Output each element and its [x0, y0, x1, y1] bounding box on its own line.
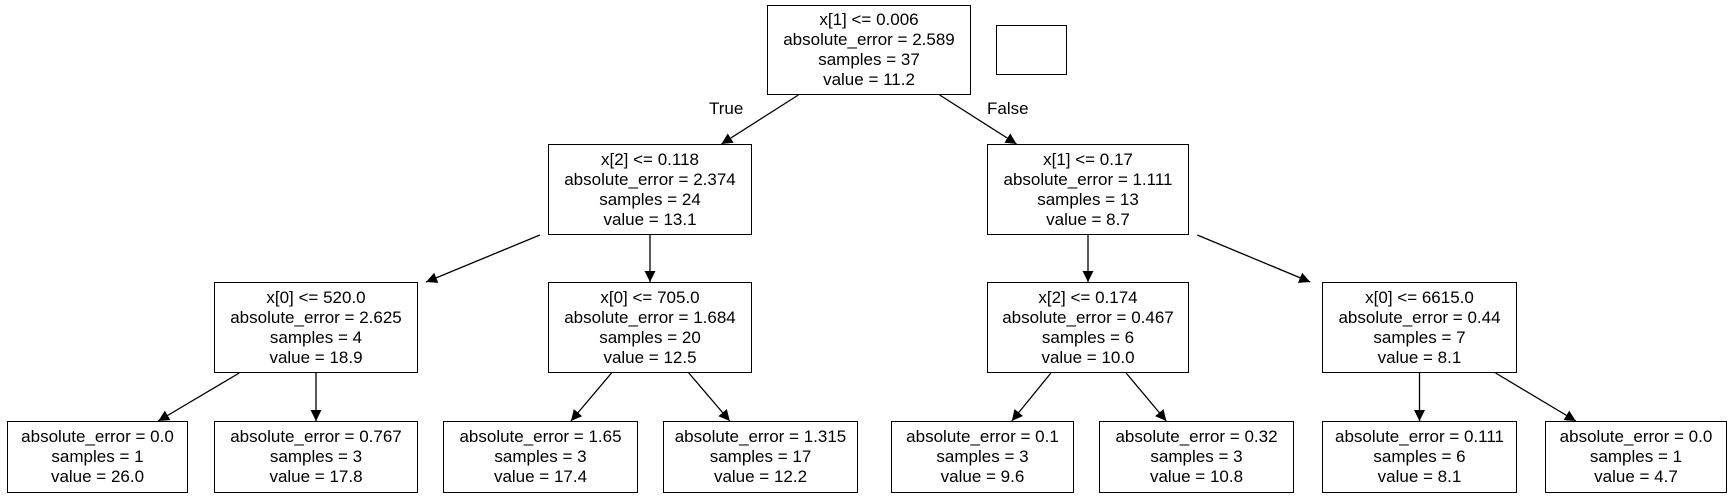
node-line: absolute_error = 2.625: [230, 307, 402, 327]
node-line: x[1] <= 0.17: [1043, 149, 1133, 169]
node-line: value = 26.0: [50, 467, 145, 486]
node-line: value = 8.7: [1046, 209, 1130, 229]
node-line: absolute_error = 0.767: [230, 427, 402, 446]
node-line: samples = 6: [1373, 447, 1466, 466]
node-line: x[0] <= 520.0: [266, 287, 366, 307]
node-line: value = 9.6: [940, 467, 1025, 486]
node-line: samples = 1: [51, 447, 144, 466]
node-line: value = 8.1: [1377, 467, 1462, 486]
node-line: absolute_error = 0.467: [1002, 307, 1174, 327]
node-line: x[0] <= 6615.0: [1365, 287, 1474, 307]
edge-n1-n3: [425, 234, 541, 283]
node-line: samples = 4: [269, 327, 363, 347]
edge-n6-n14: [1495, 372, 1577, 422]
node-line: samples = 20: [599, 327, 701, 347]
node-line: samples = 13: [1037, 189, 1139, 209]
node-line: samples = 3: [936, 447, 1029, 466]
node-line: samples = 1: [1589, 447, 1683, 466]
node-line: x[2] <= 0.118: [601, 149, 699, 169]
edge-n4-n10: [688, 372, 731, 422]
node-line: absolute_error = 2.589: [783, 30, 955, 49]
node-line: value = 17.8: [269, 467, 363, 486]
node-line: samples = 17: [709, 447, 812, 466]
node-line: value = 18.9: [269, 347, 363, 367]
node-line: absolute_error = 0.32: [1115, 427, 1278, 446]
edge-n0-n1: [721, 94, 799, 145]
node-line: samples = 3: [494, 447, 587, 466]
node-line: samples = 3: [269, 447, 363, 466]
edge-n4-n9: [570, 372, 613, 422]
node-line: absolute_error = 0.0: [1559, 427, 1713, 446]
edge-n5-n12: [1125, 372, 1167, 422]
edge-label-false: False: [987, 99, 1029, 118]
node-line: samples = 3: [1150, 447, 1243, 466]
node-line: value = 8.1: [1377, 347, 1462, 367]
node-line: samples = 7: [1373, 327, 1466, 347]
node-line: value = 13.1: [603, 209, 697, 229]
node-line: absolute_error = 0.111: [1334, 427, 1504, 446]
empty-legend-box: [996, 25, 1067, 75]
node-line: x[0] <= 705.0: [600, 287, 700, 307]
node-line: absolute_error = 1.684: [564, 307, 736, 327]
node-line: value = 12.5: [603, 347, 697, 367]
node-line: absolute_error = 1.111: [1003, 169, 1173, 189]
node-line: samples = 6: [1041, 327, 1135, 347]
edge-n3-n7: [157, 372, 240, 422]
node-line: absolute_error = 2.374: [564, 169, 736, 189]
node-line: value = 4.7: [1594, 467, 1678, 486]
node-line: value = 10.8: [1149, 467, 1244, 486]
node-line: value = 11.2: [823, 70, 915, 89]
edge-n0-n2: [939, 94, 1017, 145]
node-line: absolute_error = 1.65: [459, 427, 622, 446]
node-line: absolute_error = 1.315: [674, 427, 847, 446]
edge-n2-n6: [1197, 234, 1311, 283]
node-line: value = 10.0: [1041, 347, 1135, 367]
node-line: samples = 24: [599, 189, 701, 209]
node-line: x[1] <= 0.006: [819, 10, 919, 29]
edge-label-true: True: [709, 99, 744, 118]
node-line: value = 12.2: [713, 467, 808, 486]
node-line: absolute_error = 0.44: [1338, 307, 1501, 327]
node-line: samples = 37: [818, 50, 920, 69]
node-line: absolute_error = 0.0: [21, 427, 174, 446]
edge-n5-n11: [1011, 372, 1052, 422]
node-line: absolute_error = 0.1: [906, 427, 1059, 446]
node-line: x[2] <= 0.174: [1038, 287, 1138, 307]
node-line: value = 17.4: [493, 467, 588, 486]
